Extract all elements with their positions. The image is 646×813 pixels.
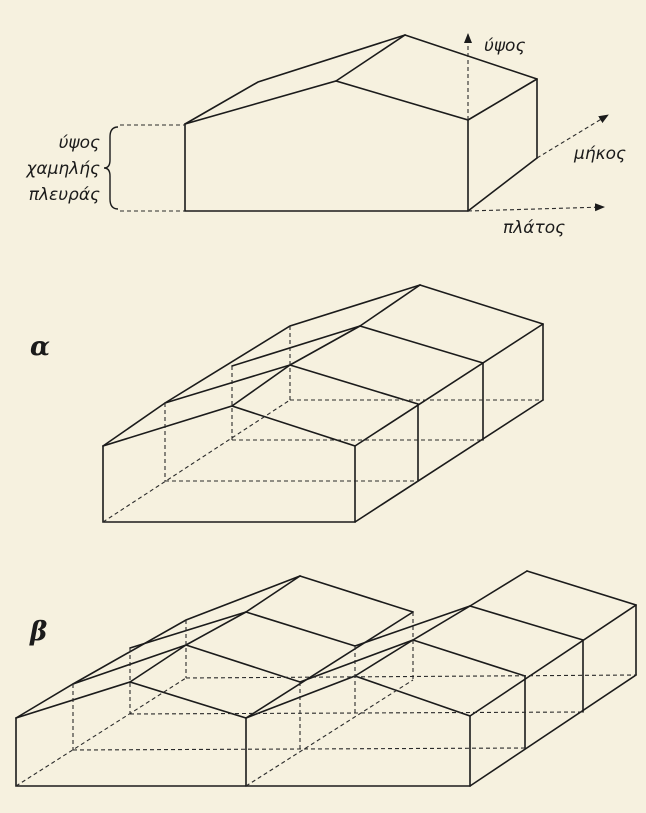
b-hidden-floor-back bbox=[129, 711, 584, 715]
b-left-slope-back bbox=[299, 575, 414, 613]
b-roof-left-eave bbox=[15, 575, 301, 719]
b-hidden-floor-left bbox=[15, 677, 187, 787]
b-right-bottom bbox=[469, 674, 637, 787]
b-left-ridge-mid bbox=[185, 611, 247, 646]
b-right-slope-back bbox=[526, 570, 637, 606]
unit-roof-ridge-front bbox=[335, 34, 406, 82]
b-left-ridge-back bbox=[245, 575, 301, 613]
unit-roof-right-slope bbox=[404, 34, 538, 80]
a-roof-right-slope-back bbox=[419, 284, 544, 325]
length-label: μήκος bbox=[573, 144, 626, 164]
low-side-label-line3: πλευράς bbox=[29, 185, 100, 205]
unit-front-face bbox=[184, 80, 469, 212]
a-roof-right-slope-front bbox=[289, 364, 419, 405]
a-roof-left-eave bbox=[102, 284, 421, 447]
a-roof-ridge-front bbox=[231, 364, 291, 407]
a-roof-left-slope-mid bbox=[164, 364, 291, 404]
low-side-brace bbox=[103, 126, 119, 210]
b-left-ridge-front bbox=[129, 644, 187, 683]
a-roof-ridge-mid bbox=[289, 325, 361, 366]
height-label: ύψος bbox=[484, 36, 525, 56]
b-hidden-floor-front bbox=[72, 747, 526, 751]
b-left-slope-front bbox=[185, 644, 301, 683]
unit-roof-eave-right bbox=[467, 78, 538, 121]
b-hidden-floor-rear bbox=[185, 674, 637, 679]
a-front-face bbox=[102, 405, 356, 523]
a-roof-left-slope-back bbox=[231, 325, 361, 367]
b-right-slope-mid bbox=[469, 605, 584, 641]
b-right-ridge-front bbox=[354, 639, 414, 677]
b-front-face bbox=[15, 675, 471, 787]
figure-b-letter: β bbox=[29, 617, 47, 647]
b-left-slope-mid bbox=[245, 611, 356, 647]
b-right-ridge-mid bbox=[412, 605, 471, 641]
b-hidden-floor-mid bbox=[245, 679, 414, 787]
figure-a-letter: α bbox=[30, 332, 50, 362]
a-right-bottom bbox=[354, 399, 544, 523]
width-label: πλάτος bbox=[503, 218, 565, 238]
a-roof-right-slope-mid bbox=[359, 325, 484, 364]
low-side-label-line2: χαμηλής bbox=[25, 159, 100, 179]
b-right-inner-eave-1 bbox=[299, 639, 414, 683]
a-hidden-floor-left bbox=[102, 399, 291, 523]
unit-bottom-right-edge bbox=[467, 157, 538, 212]
b-right-eave bbox=[469, 604, 637, 717]
figure-b-four-units bbox=[15, 570, 637, 787]
unit-roof-left-slope bbox=[184, 34, 406, 125]
b-left-inner-eave-2 bbox=[129, 611, 247, 649]
a-right-eave bbox=[354, 323, 544, 447]
width-axis-line bbox=[467, 203, 605, 212]
b-right-slope-front bbox=[412, 639, 526, 677]
low-side-label-line1: ύψος bbox=[59, 133, 100, 153]
b-right-ridge-back bbox=[469, 570, 528, 607]
a-roof-ridge-back bbox=[359, 284, 421, 327]
b-valley bbox=[245, 611, 414, 719]
figure-a-two-units bbox=[102, 284, 544, 523]
basic-unit-figure: ύψος μήκος πλάτος ύψος χαμηλής πλευράς bbox=[25, 33, 626, 238]
